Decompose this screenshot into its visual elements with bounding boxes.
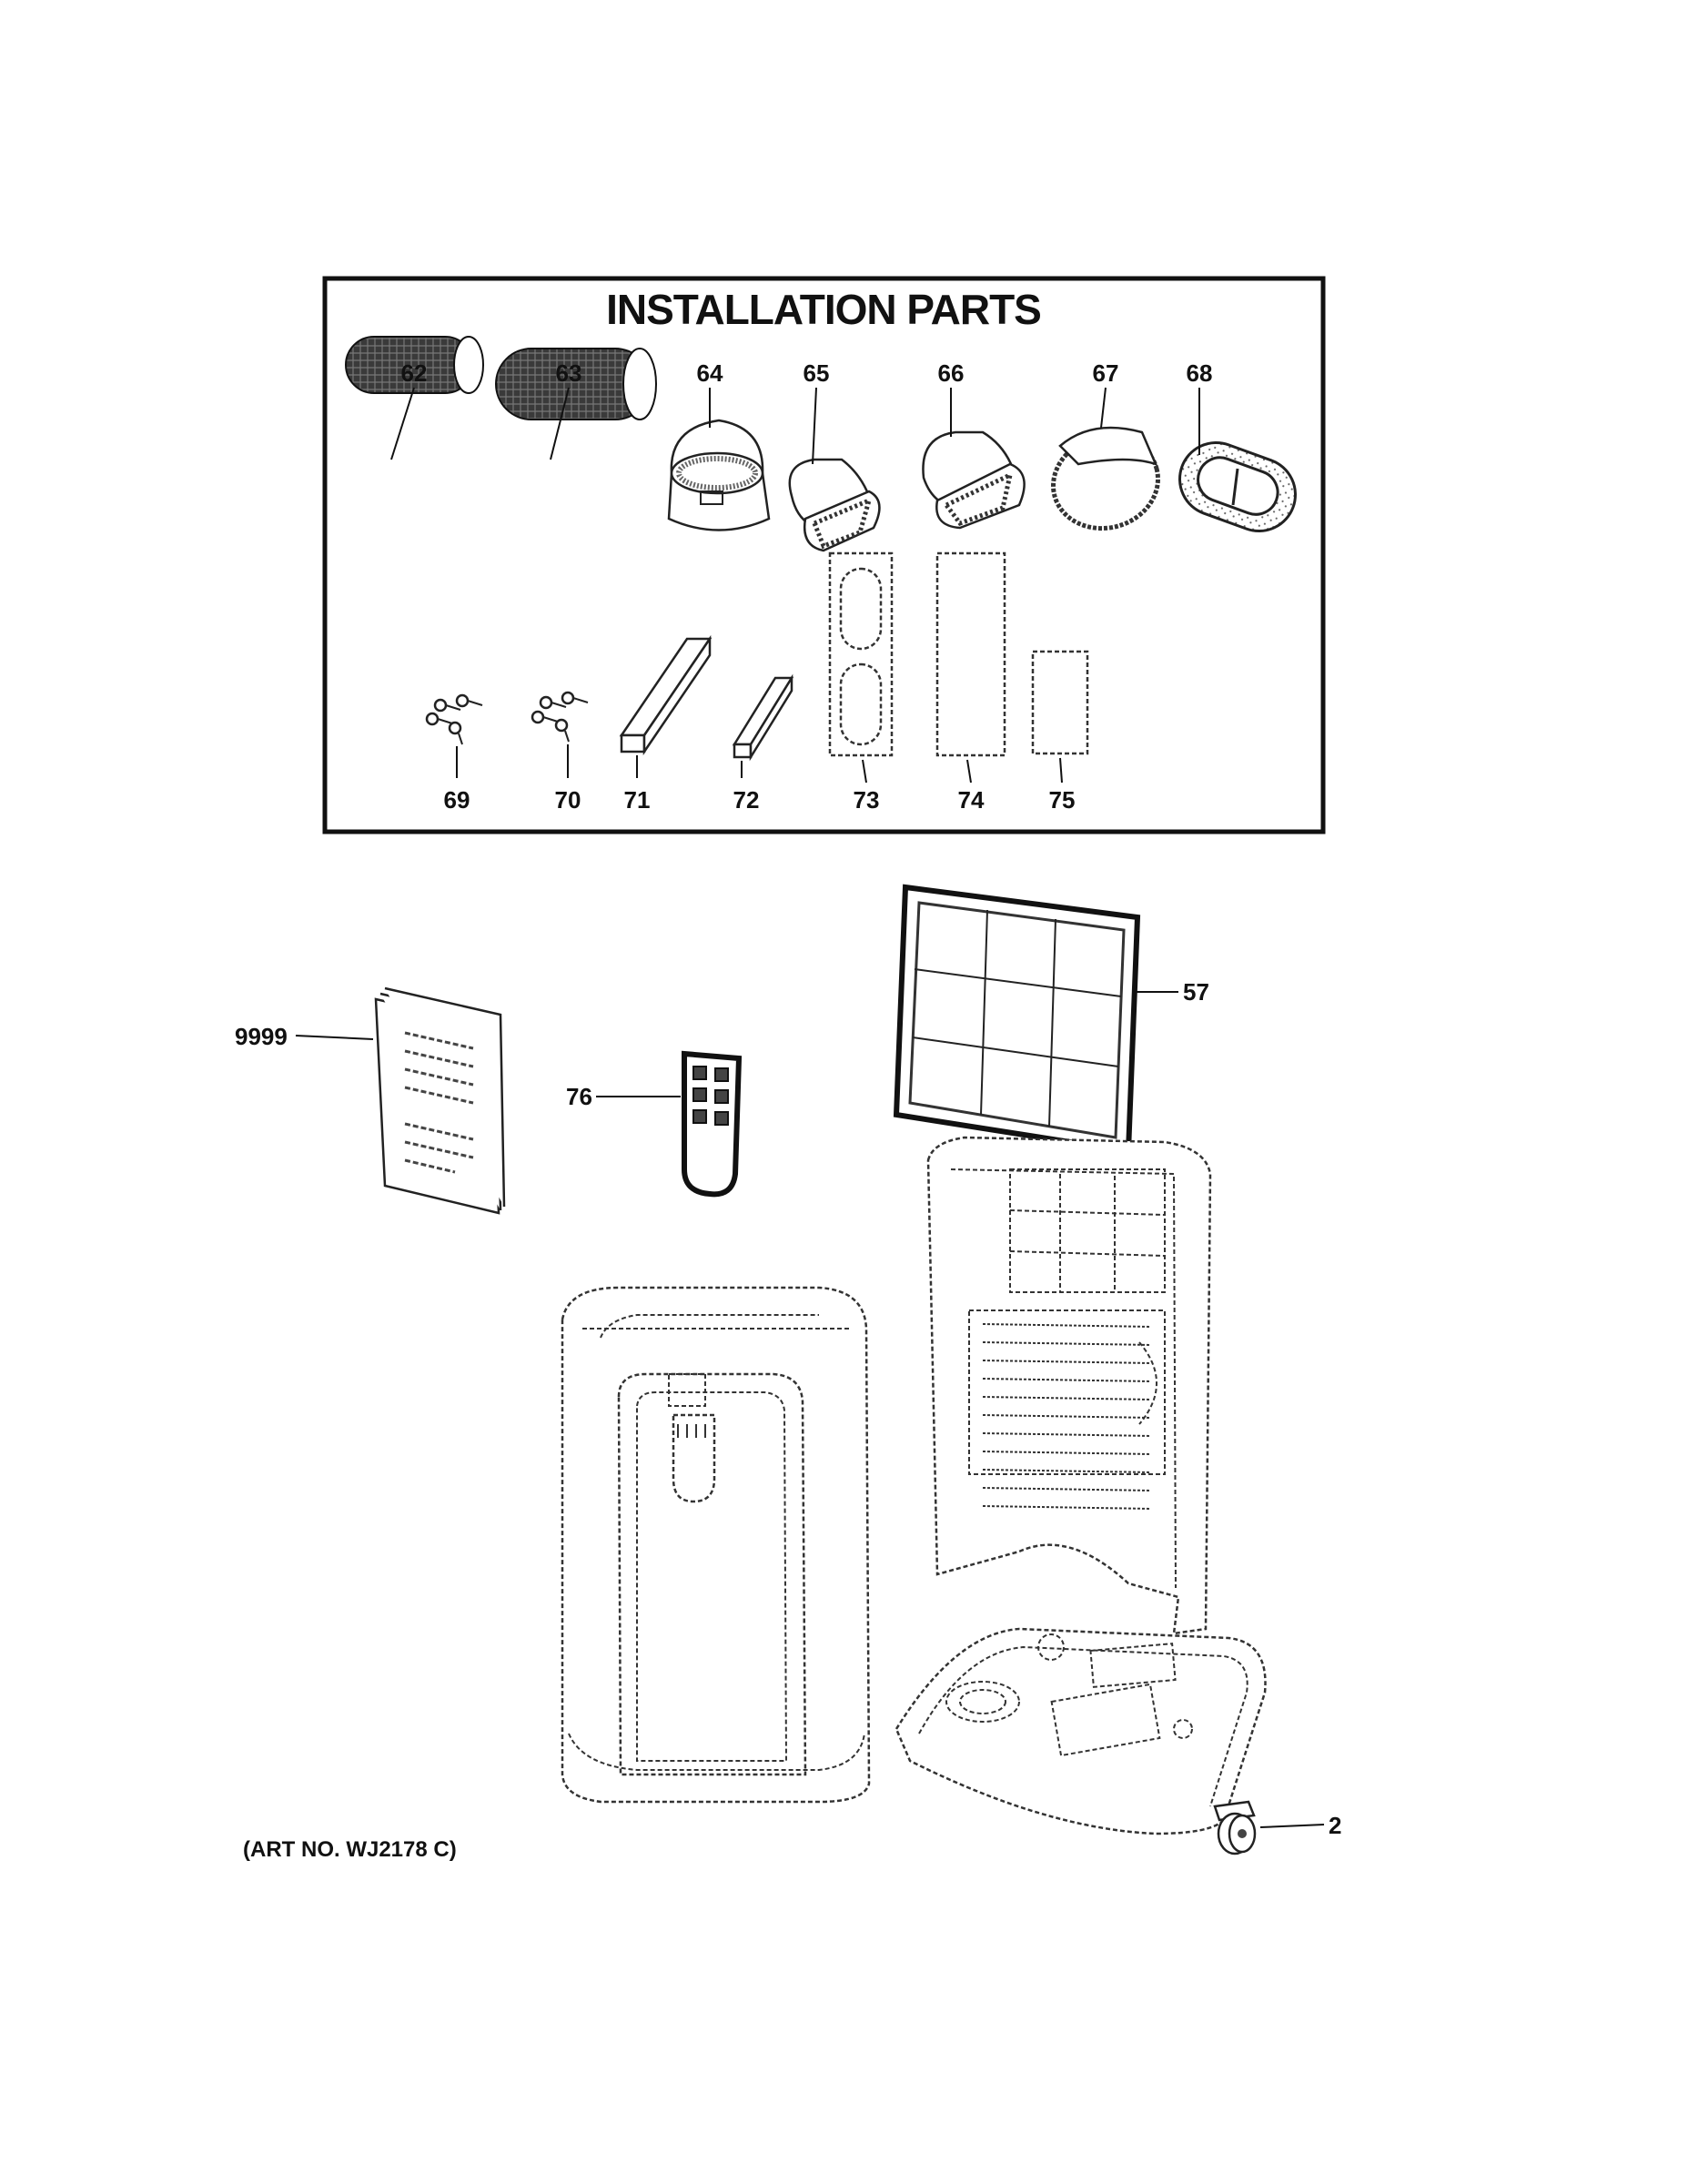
- callout-62: 62: [401, 359, 428, 387]
- leader-74: [966, 759, 972, 784]
- callout-73: 73: [854, 786, 880, 814]
- part-9999-owners-manual[interactable]: [374, 986, 506, 1215]
- leader-75: [1059, 757, 1063, 784]
- callout-65: 65: [804, 359, 830, 387]
- front-cabinet: [561, 1286, 871, 1804]
- part-68-window-gasket[interactable]: [1169, 432, 1306, 541]
- leader-73: [862, 759, 867, 784]
- part-63-long-exhaust-hose[interactable]: [495, 348, 657, 420]
- part-65-window-adapter[interactable]: [788, 458, 881, 552]
- part-72-short-foam-strip[interactable]: [732, 673, 794, 762]
- rear-cabinet: [926, 1136, 1212, 1635]
- callout-66: 66: [938, 359, 965, 387]
- leader-2: [1259, 1824, 1325, 1828]
- base-pan: [895, 1627, 1267, 1835]
- leader-67: [1100, 387, 1107, 429]
- leader-62: [390, 387, 415, 460]
- callout-75: 75: [1049, 786, 1076, 814]
- part-75-filler-panel[interactable]: [1031, 650, 1089, 755]
- part-76-remote-control[interactable]: [682, 1050, 743, 1198]
- leader-9999: [295, 1035, 374, 1040]
- part-62-short-exhaust-hose[interactable]: [345, 336, 484, 455]
- callout-72: 72: [733, 786, 760, 814]
- part-69-screws[interactable]: [425, 693, 483, 745]
- callout-9999: 9999: [235, 1023, 288, 1050]
- callout-64: 64: [697, 359, 723, 387]
- callout-2: 2: [1329, 1812, 1341, 1839]
- leader-65: [812, 387, 817, 465]
- art-number: (ART NO. WJ2178 C): [243, 1837, 457, 1862]
- part-57-air-filter[interactable]: [893, 884, 1141, 1155]
- part-67-seal-ring[interactable]: [1043, 425, 1168, 541]
- callout-63: 63: [556, 359, 582, 387]
- part-70-screws[interactable]: [531, 691, 589, 743]
- callout-67: 67: [1093, 359, 1119, 387]
- installation-parts-title: INSTALLATION PARTS: [606, 286, 1041, 333]
- installation-parts-box: INSTALLATION PARTS: [322, 276, 1326, 834]
- part-73-window-panel[interactable]: [828, 551, 894, 757]
- leader-63: [550, 387, 570, 460]
- callout-68: 68: [1187, 359, 1213, 387]
- callout-76: 76: [566, 1083, 592, 1110]
- part-64-round-adapter[interactable]: [667, 419, 771, 531]
- callout-57: 57: [1183, 978, 1209, 1006]
- part-71-foam-strip[interactable]: [619, 634, 713, 756]
- part-74-window-panel[interactable]: [935, 551, 1006, 757]
- callout-71: 71: [624, 786, 651, 814]
- callout-70: 70: [555, 786, 581, 814]
- part-2-caster-wheel[interactable]: [1213, 1800, 1257, 1855]
- part-66-window-adapter-large[interactable]: [922, 430, 1026, 530]
- callout-69: 69: [444, 786, 470, 814]
- callout-74: 74: [958, 786, 985, 814]
